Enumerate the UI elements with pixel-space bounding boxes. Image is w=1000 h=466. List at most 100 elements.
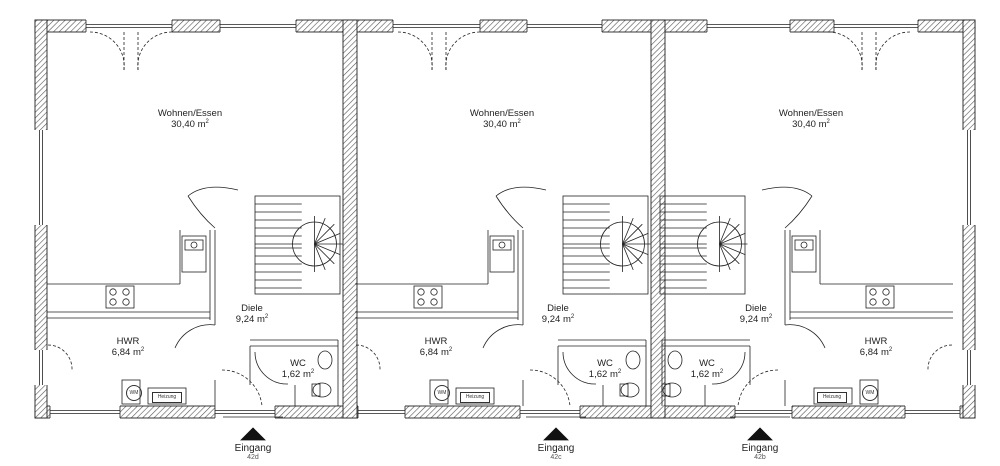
stair-winder [314, 232, 341, 245]
room-area: 6,84 [419, 347, 439, 358]
heating-label: Heizung [152, 392, 182, 403]
toilet-tank [619, 383, 629, 397]
room-label-diele: Diele 9,24 m2 [739, 303, 773, 325]
stair-winder [719, 243, 746, 256]
room-label-wc: WC 1,62 m2 [588, 358, 622, 380]
room-name: WC [597, 358, 613, 369]
door-swing [875, 31, 911, 71]
door-swing [495, 186, 547, 197]
door-swing [47, 344, 73, 371]
room-label-hwr: HWR 6,84 m2 [111, 336, 145, 358]
entrance-marker [747, 427, 773, 441]
entrance-label: Eingang 42d [234, 443, 272, 461]
door-swing [495, 195, 524, 229]
window [220, 19, 296, 33]
room-area: 6,84 [111, 347, 131, 358]
door-swing [174, 324, 216, 349]
room-name: Diele [745, 303, 767, 314]
washing-machine-label: WM [862, 385, 878, 401]
stair-winder [622, 217, 634, 245]
room-name: HWR [116, 336, 140, 347]
door-swing [927, 344, 953, 371]
room-name: HWR [864, 336, 888, 347]
stair-winder [622, 243, 649, 256]
stove-burner [109, 288, 117, 296]
room-area: 1,62 [588, 369, 608, 380]
stove-burner [109, 298, 117, 306]
sink-drain [190, 241, 198, 249]
sink [791, 235, 817, 273]
door-swing [482, 324, 524, 349]
toilet-tank [661, 383, 671, 397]
stair-winder [314, 217, 326, 245]
window [215, 405, 275, 419]
stove-burner [882, 298, 890, 306]
room-name: Wohnen/Essen [157, 108, 223, 119]
party-wall [650, 19, 666, 419]
window [520, 405, 580, 419]
stair-winder [622, 223, 643, 245]
stove [105, 285, 135, 309]
stair-winder [314, 223, 335, 245]
washing-machine-label: WM [434, 385, 450, 401]
door-swing [562, 351, 597, 385]
stair-winder [622, 232, 649, 245]
window [735, 405, 792, 419]
room-name: Wohnen/Essen [469, 108, 535, 119]
window [34, 350, 48, 385]
door-swing [711, 351, 746, 385]
door-swing [397, 31, 433, 71]
fixtures [47, 31, 953, 441]
entrance-marker [240, 427, 266, 441]
door-swing [827, 31, 863, 71]
room-area: 30,40 [483, 119, 507, 130]
heating-label: Heizung [817, 392, 847, 403]
door-swing [737, 369, 779, 407]
stove-burner [417, 288, 425, 296]
room-label-hwr: HWR 6,84 m2 [859, 336, 893, 358]
stair-winder [719, 223, 740, 245]
stair-winder [622, 243, 634, 271]
room-label-diele: Diele 9,24 m2 [541, 303, 575, 325]
stove-burner [869, 288, 877, 296]
door-swing [761, 186, 813, 197]
stove-burner [122, 298, 130, 306]
stove-burner [122, 288, 130, 296]
wc-basin [667, 350, 683, 370]
room-name: Diele [547, 303, 569, 314]
room-area: 1,62 [281, 369, 301, 380]
stair-winder [719, 243, 740, 265]
window [86, 19, 172, 33]
entrance-label: Eingang 42b [741, 443, 779, 461]
window [834, 19, 918, 33]
room-label-wohnen-essen: Wohnen/Essen 30,40 m2 [778, 108, 844, 130]
room-name: WC [290, 358, 306, 369]
entrance-marker [543, 427, 569, 441]
room-name: WC [699, 358, 715, 369]
sink-basin [184, 239, 204, 251]
room-label-hwr: HWR 6,84 m2 [419, 336, 453, 358]
party-wall [342, 19, 358, 419]
stair-winder [622, 243, 643, 265]
room-area: 30,40 [792, 119, 816, 130]
room-area: 9,24 [541, 314, 561, 325]
sink [181, 235, 207, 273]
staircase [254, 195, 341, 295]
wc-basin [317, 350, 333, 370]
stair-winder [719, 243, 731, 271]
wc-basin [625, 350, 641, 370]
door-swing [187, 195, 216, 229]
door-swing [221, 369, 263, 407]
stair-winder [314, 243, 326, 271]
room-name: Diele [241, 303, 263, 314]
stair-winder [719, 217, 731, 245]
window [393, 19, 480, 33]
sink-basin [492, 239, 512, 251]
heater-box [455, 387, 495, 405]
sink [489, 235, 515, 273]
heater-box [813, 387, 853, 405]
toilet-tank [311, 383, 321, 397]
room-area: 6,84 [859, 347, 879, 358]
window [34, 130, 48, 225]
window [707, 19, 790, 33]
